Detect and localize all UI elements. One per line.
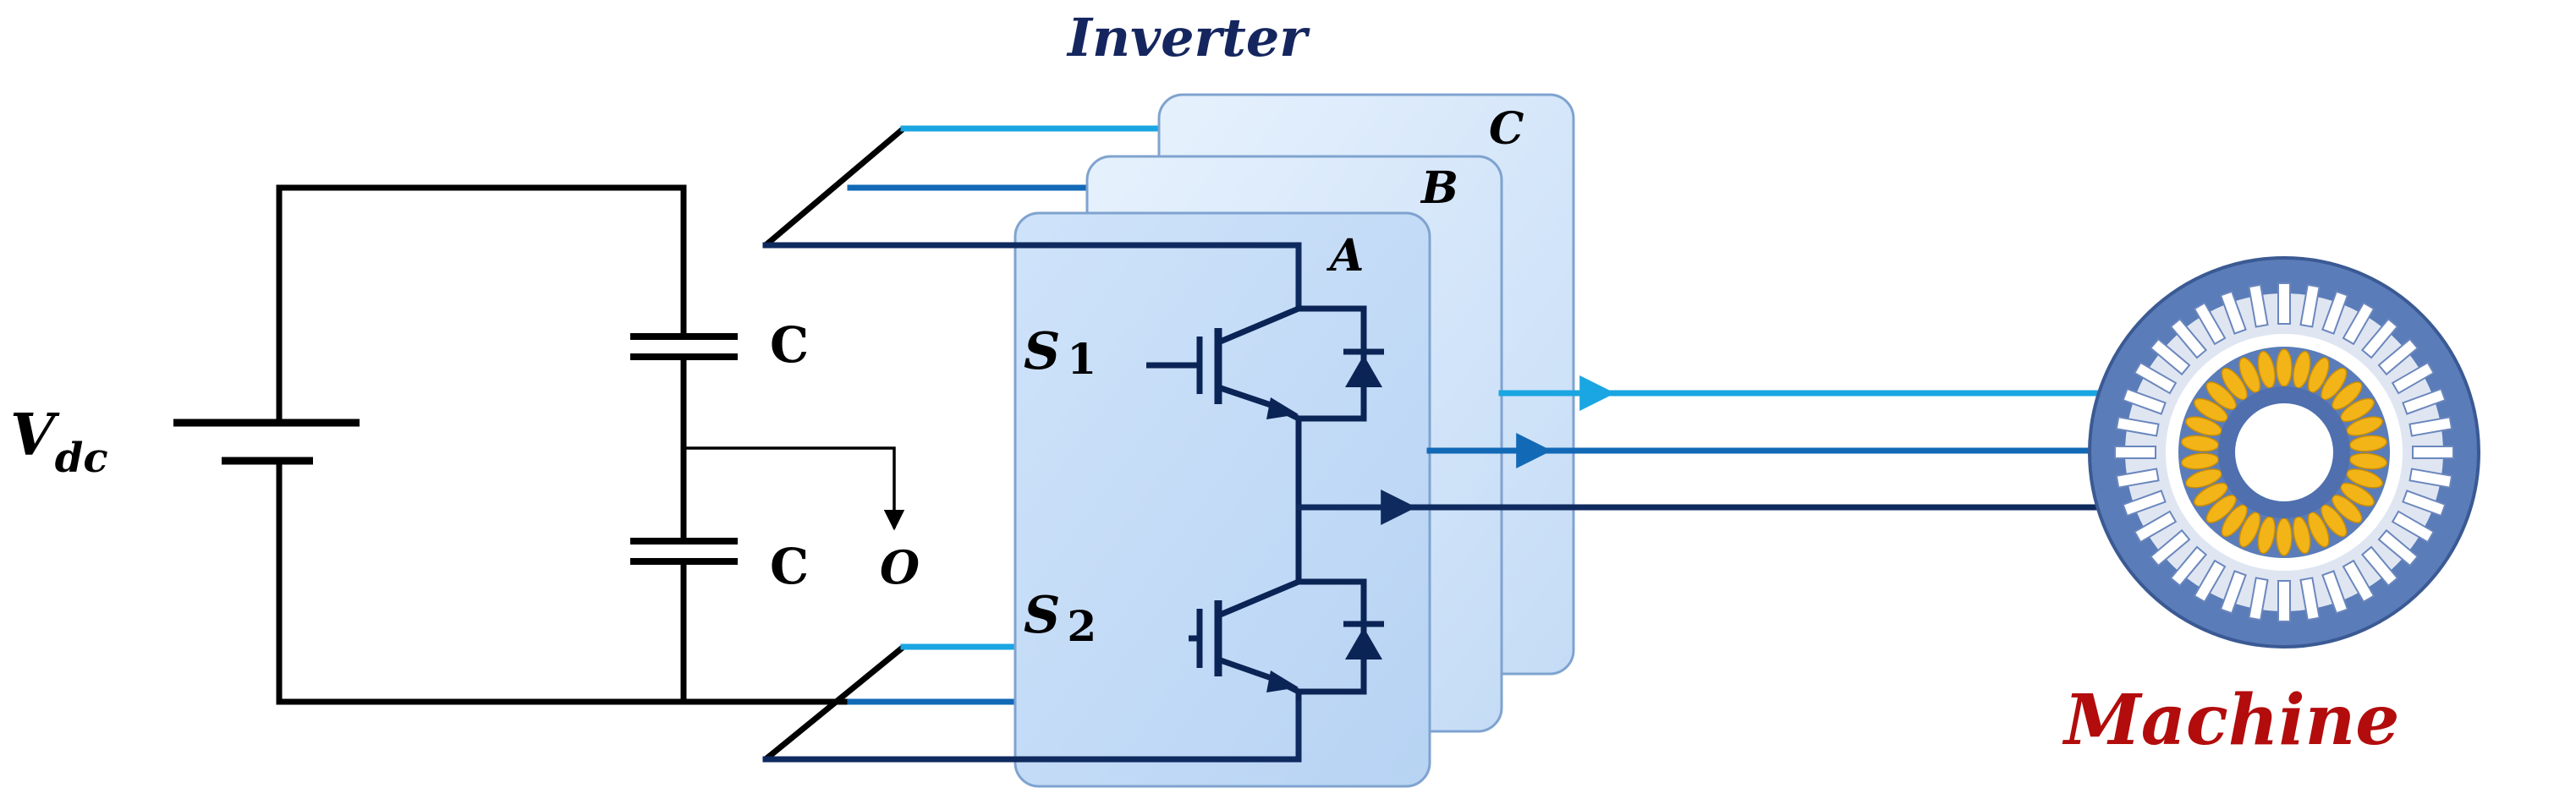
stator-slot [2391, 510, 2436, 544]
rotor-bar [2180, 452, 2220, 470]
stator-slot [2360, 545, 2399, 588]
neutral-label: O [880, 540, 920, 594]
stator-slot [2408, 468, 2453, 489]
stator-slot [2114, 446, 2156, 459]
stator-slot [2299, 283, 2321, 328]
top-bus-a-on-panel [1012, 242, 1302, 312]
neutral-tap [684, 446, 905, 531]
rotor-bar [2180, 435, 2220, 452]
s2-diode-triangle [1345, 627, 1382, 659]
rotor-bar [2340, 397, 2375, 423]
stator-slot [2169, 317, 2208, 359]
vdc-subscript: dc [55, 435, 108, 482]
switch-s1 [1146, 304, 1384, 511]
stator-slot [2377, 337, 2419, 376]
stator-slot [2149, 337, 2191, 376]
stator-slot [2391, 361, 2436, 395]
stator-slot [2299, 577, 2321, 621]
s1-main: S [1024, 322, 1060, 381]
stator-slot [2360, 317, 2399, 359]
stator-slot [2133, 361, 2178, 395]
phase-a-label: A [1326, 230, 1364, 282]
stator-slot [2402, 387, 2447, 415]
rotor-bar [2293, 516, 2311, 555]
rotor-bar [2194, 482, 2228, 507]
switch-s2 [1189, 504, 1384, 701]
bottom-bus-a [762, 690, 1302, 763]
rotor-bar [2276, 517, 2293, 556]
stator-slot [2219, 570, 2247, 615]
rotor-bar [2205, 381, 2237, 411]
cap-bottom-label: C [770, 538, 809, 595]
stator-slot [2193, 301, 2227, 346]
panel-phase-a [1013, 211, 1431, 788]
shaft-hole [2235, 403, 2333, 501]
stator-slot [2193, 559, 2227, 604]
stator-slot [2248, 577, 2269, 621]
rotor-bar [2348, 435, 2388, 452]
stator-slot [2402, 490, 2447, 517]
machine-title: Machine [2062, 680, 2399, 761]
s2-main: S [1024, 586, 1060, 645]
machine [2088, 256, 2480, 649]
s2-subscript: 2 [1067, 601, 1096, 651]
stator-slot [2412, 446, 2454, 459]
s1-collector [1214, 304, 1303, 347]
vdc-main: V [10, 402, 60, 469]
phase-c-label: C [1489, 103, 1524, 155]
stator-slot [2115, 468, 2160, 489]
vdc-label: Vdc [10, 402, 108, 482]
bottom-bus-diagonal [763, 644, 906, 762]
dc-link [173, 184, 1010, 705]
stator-slot [2219, 290, 2247, 335]
inverter-panels [1013, 93, 1575, 788]
s1-subscript: 1 [1067, 334, 1096, 384]
stator-slot [2342, 301, 2376, 346]
stator-slot [2408, 416, 2453, 437]
rotor-bar [2194, 397, 2228, 423]
cap-top-label: C [770, 316, 809, 374]
s1-diode-triangle [1345, 355, 1382, 387]
stator-slot [2115, 416, 2160, 437]
rotor-bar [2340, 482, 2375, 507]
stator-slot [2321, 570, 2349, 615]
phase-outputs [1295, 375, 2110, 525]
inverter-title: Inverter [1066, 7, 1310, 68]
rotor-bar [2257, 516, 2276, 555]
stator-slot [2149, 528, 2191, 567]
stator-slots [2114, 282, 2454, 622]
rotor-bar [2276, 348, 2293, 387]
stator-slot [2377, 528, 2419, 567]
top-bus-diagonal [763, 126, 906, 248]
stator-slot [2122, 387, 2167, 415]
rotor-bar [2332, 381, 2363, 411]
phase-b-label: B [1420, 162, 1458, 214]
stator-slot [2277, 282, 2291, 325]
stator-slot [2248, 283, 2269, 328]
stator-slot [2122, 490, 2167, 517]
stator-slot [2321, 290, 2349, 335]
rotor-bar [2348, 452, 2388, 470]
stator-slot [2169, 545, 2208, 588]
stator-slot [2342, 559, 2376, 604]
stator-slot [2133, 510, 2178, 544]
rotor-bar [2332, 494, 2363, 523]
rotor-bar [2205, 494, 2237, 523]
stator-slot [2277, 580, 2291, 622]
